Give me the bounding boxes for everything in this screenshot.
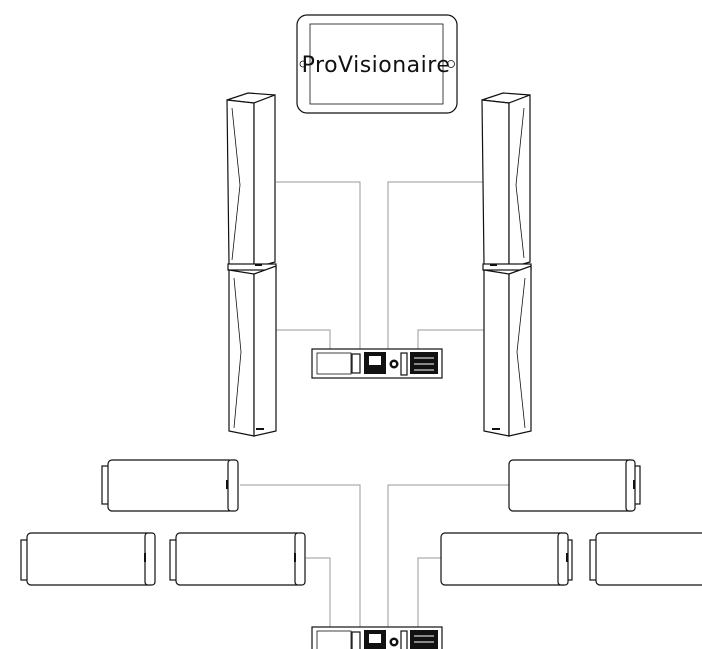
cabinet-speaker-bottom-left-inner bbox=[169, 532, 306, 586]
cabinet-speaker-bottom-right-outer bbox=[589, 532, 702, 586]
tablet: ProVisionaire bbox=[296, 14, 458, 114]
tablet-app-name: ProVisionaire bbox=[302, 53, 451, 78]
amplifier-upper bbox=[311, 348, 443, 379]
cabinet-speaker-top-right bbox=[508, 459, 641, 512]
cabinet-speaker-top-left bbox=[101, 459, 239, 512]
cabinet-speaker-bottom-right-inner bbox=[440, 532, 573, 586]
tablet-camera-icon bbox=[299, 60, 307, 68]
upper-wiring bbox=[276, 181, 487, 350]
cabinet-speaker-bottom-left-outer bbox=[20, 532, 156, 586]
tablet-home-button bbox=[447, 60, 455, 68]
column-speaker-right bbox=[481, 92, 532, 437]
amplifier-lower bbox=[311, 626, 443, 649]
column-speaker-left bbox=[226, 92, 277, 437]
speaker-badge bbox=[255, 264, 262, 266]
lower-wiring bbox=[240, 484, 512, 628]
